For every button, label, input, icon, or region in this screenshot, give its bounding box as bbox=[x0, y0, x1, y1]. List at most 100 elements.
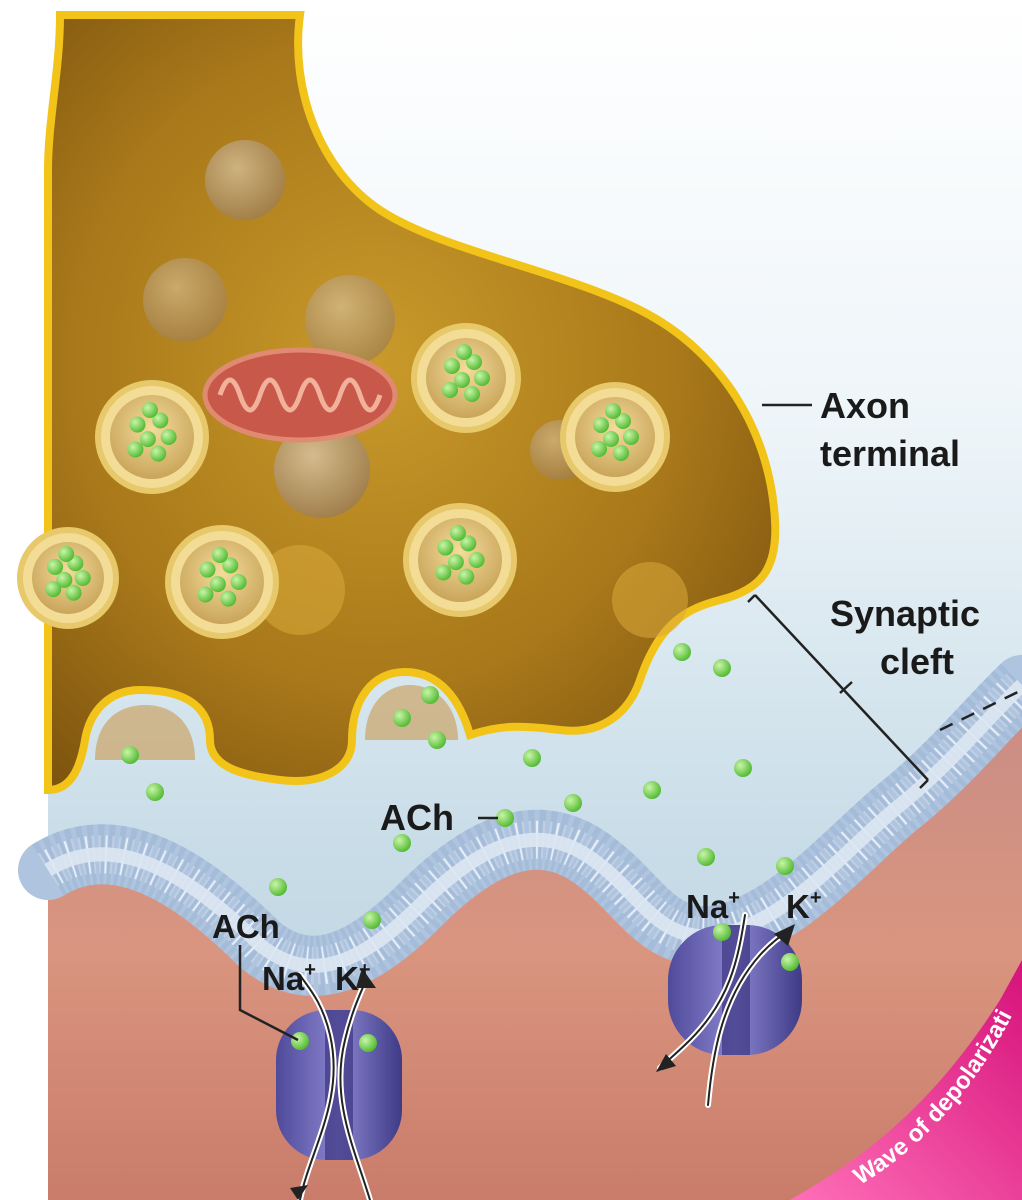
ach-molecule bbox=[160, 429, 177, 445]
ach-molecule bbox=[643, 781, 661, 799]
synaptic-vesicle bbox=[411, 323, 521, 433]
ach-molecule bbox=[673, 643, 691, 661]
ach-molecule bbox=[222, 557, 239, 574]
label-axon: Axon bbox=[820, 385, 910, 426]
label-na-left: Na+ bbox=[262, 959, 316, 997]
ach-molecule bbox=[523, 749, 541, 767]
ach-molecule bbox=[464, 386, 480, 402]
ach-molecule bbox=[564, 794, 582, 812]
ach-molecule bbox=[615, 413, 631, 429]
synaptic-vesicle bbox=[403, 503, 517, 617]
synaptic-vesicles bbox=[17, 323, 670, 639]
ach-molecule bbox=[435, 564, 452, 581]
cell-organelle bbox=[305, 275, 395, 365]
ach-molecule bbox=[713, 659, 731, 677]
membrane-dashed-line bbox=[939, 688, 1022, 732]
ach-molecule bbox=[605, 403, 621, 419]
ach-molecule bbox=[456, 344, 472, 360]
label-k-right: K+ bbox=[786, 887, 822, 925]
ach-molecule bbox=[713, 923, 731, 941]
ach-molecule bbox=[474, 370, 490, 386]
ach-molecule bbox=[428, 731, 446, 749]
cell-organelle bbox=[274, 422, 370, 518]
ach-molecule bbox=[47, 558, 64, 575]
ach-molecule bbox=[781, 953, 799, 971]
label-na-right: Na+ bbox=[686, 887, 740, 925]
label-ach-receptor: ACh bbox=[212, 908, 280, 945]
cell-organelle bbox=[612, 562, 688, 638]
label-ach-cleft: ACh bbox=[380, 797, 454, 838]
na-arrow-head bbox=[290, 1185, 308, 1200]
synaptic-vesicle bbox=[17, 527, 119, 629]
ach-molecule bbox=[623, 429, 639, 445]
ach-molecule bbox=[458, 568, 475, 585]
synaptic-vesicle bbox=[165, 525, 279, 639]
ach-molecule bbox=[56, 571, 73, 588]
synaptic-cleft-bracket bbox=[754, 594, 929, 781]
ach-molecule bbox=[447, 554, 464, 571]
ach-molecule bbox=[220, 590, 237, 607]
na-arrow-head bbox=[656, 1054, 676, 1072]
ach-molecule bbox=[496, 809, 514, 827]
ach-molecule bbox=[697, 848, 715, 866]
label-cleft: cleft bbox=[880, 641, 954, 682]
ach-molecule bbox=[454, 372, 470, 388]
postsynaptic-membrane bbox=[18, 655, 1022, 996]
ach-molecule bbox=[150, 445, 167, 462]
ach-molecule bbox=[45, 581, 62, 598]
ion-flow-arrows bbox=[290, 912, 795, 1200]
ach-molecule bbox=[127, 441, 144, 458]
ach-molecule bbox=[141, 402, 158, 418]
ach-molecule bbox=[291, 1032, 309, 1050]
ach-molecule bbox=[393, 709, 411, 727]
ach-molecule bbox=[359, 1034, 377, 1052]
ach-molecule bbox=[230, 574, 247, 590]
cell-organelle bbox=[143, 258, 227, 342]
ach-molecule bbox=[211, 547, 228, 563]
ach-molecule bbox=[146, 783, 164, 801]
ach-molecule bbox=[466, 354, 482, 370]
ach-molecule bbox=[363, 911, 381, 929]
ach-molecule bbox=[460, 535, 477, 552]
ach-molecule bbox=[776, 857, 794, 875]
ach-molecule bbox=[393, 834, 411, 852]
ach-molecule bbox=[613, 445, 629, 461]
ach-molecule bbox=[129, 416, 146, 433]
ach-molecule bbox=[437, 539, 454, 556]
ach-molecule bbox=[421, 686, 439, 704]
synaptic-vesicle bbox=[95, 380, 209, 494]
k-arrow-head bbox=[774, 924, 795, 946]
ach-receptor-leader bbox=[238, 945, 299, 1042]
ach-molecule bbox=[121, 746, 139, 764]
ach-molecule bbox=[734, 759, 752, 777]
label-synaptic: Synaptic bbox=[830, 593, 980, 634]
cell-organelle bbox=[255, 545, 345, 635]
ach-molecule bbox=[199, 561, 216, 578]
cell-organelle bbox=[205, 140, 285, 220]
ach-molecule bbox=[58, 546, 75, 562]
k-arrow-head bbox=[356, 968, 376, 988]
ach-molecule bbox=[139, 431, 156, 448]
ach-molecule bbox=[468, 552, 485, 568]
ach-molecule bbox=[444, 358, 460, 374]
leader-lines bbox=[238, 403, 1022, 1042]
ach-molecule bbox=[269, 878, 287, 896]
ach-molecule bbox=[65, 584, 82, 601]
ach-molecule bbox=[603, 431, 619, 447]
ach-molecule bbox=[197, 586, 214, 603]
synaptic-vesicle bbox=[560, 382, 670, 492]
ach-molecules bbox=[121, 643, 799, 1052]
exocytosis-pocket bbox=[95, 705, 195, 760]
label-k-left: K+ bbox=[335, 959, 371, 997]
ach-molecule bbox=[591, 441, 607, 457]
ach-molecule bbox=[593, 417, 609, 433]
mitochondrion bbox=[202, 347, 398, 443]
ach-molecule bbox=[74, 570, 91, 586]
label-terminal: terminal bbox=[820, 433, 960, 474]
ach-molecule bbox=[152, 412, 169, 429]
ach-molecule bbox=[209, 576, 226, 593]
ach-molecule bbox=[449, 525, 466, 541]
ach-molecule bbox=[442, 382, 458, 398]
